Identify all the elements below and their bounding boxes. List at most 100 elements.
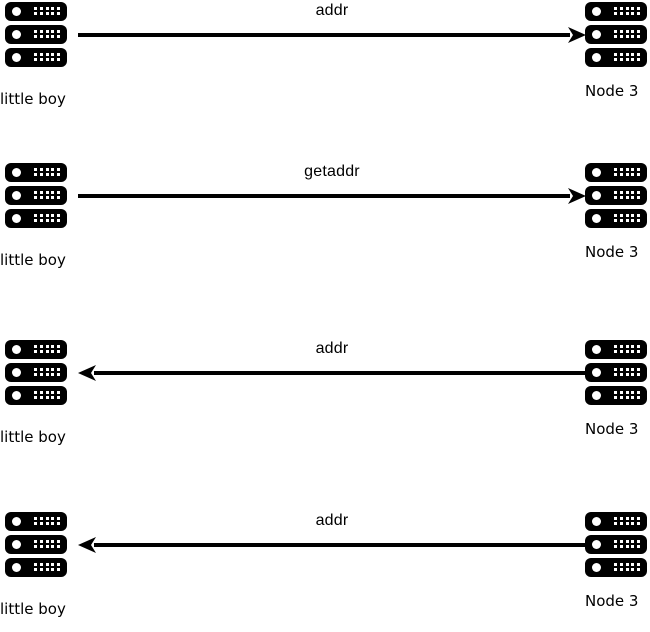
server-led-icon xyxy=(12,540,21,549)
server-vent-dot xyxy=(34,58,37,61)
server-vent-dot xyxy=(631,563,635,566)
server-vent-dot xyxy=(614,350,617,353)
server-vent-dot xyxy=(637,368,641,371)
server-unit-1 xyxy=(585,2,647,21)
participant-icon-right xyxy=(585,340,647,405)
server-unit-1 xyxy=(5,340,67,359)
message-label: addr xyxy=(315,512,349,529)
server-vent-dot xyxy=(637,214,641,217)
server-led-icon xyxy=(12,53,21,62)
server-vent-dot xyxy=(45,522,49,525)
participant-icon-right xyxy=(585,163,647,228)
server-led-icon xyxy=(592,540,601,549)
server-vent-dot xyxy=(51,563,55,566)
participant-icon-left xyxy=(5,340,67,405)
server-led-icon xyxy=(12,30,21,39)
server-vent-dot xyxy=(614,373,617,376)
server-vent-dot xyxy=(34,568,37,571)
server-vent-dot xyxy=(57,214,61,217)
server-vent-dot xyxy=(39,540,43,543)
server-vent-dot xyxy=(619,568,623,571)
server-vent-dot xyxy=(631,168,635,171)
server-led-icon xyxy=(592,563,601,572)
server-vent-dot xyxy=(39,517,43,520)
server-vent-dot xyxy=(625,53,629,56)
server-vent-dot xyxy=(34,196,37,199)
server-vent-dot xyxy=(625,345,629,348)
server-vent-dot xyxy=(614,53,617,56)
server-vent-dot xyxy=(614,7,617,10)
server-vent-dots-icon xyxy=(614,563,641,572)
server-unit-2 xyxy=(585,535,647,554)
server-vent-dot xyxy=(45,373,49,376)
server-led-icon xyxy=(592,30,601,39)
server-vent-dots-icon xyxy=(614,191,641,200)
server-vent-dot xyxy=(57,568,61,571)
message-arrow-left xyxy=(78,535,586,555)
server-vent-dot xyxy=(631,522,635,525)
server-vent-dot xyxy=(625,173,629,176)
server-vent-dot xyxy=(34,168,37,171)
server-vent-dot xyxy=(51,7,55,10)
server-vent-dots-icon xyxy=(34,517,61,526)
server-vent-dot xyxy=(57,219,61,222)
server-vent-dots-icon xyxy=(34,53,61,62)
server-led-icon xyxy=(12,191,21,200)
server-vent-dot xyxy=(631,396,635,399)
server-vent-dot xyxy=(614,214,617,217)
server-vent-dot xyxy=(614,191,617,194)
server-vent-dot xyxy=(57,30,61,33)
server-vent-dots-icon xyxy=(614,345,641,354)
server-vent-dot xyxy=(51,219,55,222)
message-arrow-right xyxy=(78,25,586,45)
server-vent-dot xyxy=(45,350,49,353)
server-unit-3 xyxy=(585,48,647,67)
server-vent-dot xyxy=(619,396,623,399)
server-vent-dot xyxy=(631,30,635,33)
server-unit-3 xyxy=(585,386,647,405)
server-vent-dot xyxy=(57,368,61,371)
server-vent-dot xyxy=(614,58,617,61)
server-vent-dot xyxy=(34,214,37,217)
server-vent-dot xyxy=(45,168,49,171)
server-vent-dot xyxy=(614,219,617,222)
server-vent-dot xyxy=(39,396,43,399)
server-led-icon xyxy=(592,345,601,354)
server-unit-1 xyxy=(585,163,647,182)
server-unit-3 xyxy=(5,209,67,228)
server-vent-dot xyxy=(637,219,641,222)
participant-label-left: little boy xyxy=(0,600,66,618)
server-vent-dot xyxy=(625,396,629,399)
server-led-icon xyxy=(592,168,601,177)
server-vent-dot xyxy=(614,563,617,566)
server-vent-dot xyxy=(51,540,55,543)
server-vent-dot xyxy=(57,168,61,171)
server-vent-dot xyxy=(34,517,37,520)
server-vent-dot xyxy=(625,30,629,33)
server-vent-dot xyxy=(51,173,55,176)
server-vent-dot xyxy=(619,53,623,56)
server-vent-dot xyxy=(614,12,617,15)
message-arrow-left xyxy=(78,363,586,383)
arrow-graphic xyxy=(78,537,586,553)
server-led-icon xyxy=(592,391,601,400)
server-vent-dot xyxy=(637,391,641,394)
server-vent-dot xyxy=(34,373,37,376)
server-unit-1 xyxy=(5,512,67,531)
server-unit-3 xyxy=(585,209,647,228)
server-vent-dot xyxy=(39,30,43,33)
server-vent-dot xyxy=(39,168,43,171)
server-vent-dot xyxy=(614,345,617,348)
server-vent-dot xyxy=(637,545,641,548)
server-vent-dots-icon xyxy=(34,168,61,177)
server-vent-dot xyxy=(51,58,55,61)
server-vent-dot xyxy=(45,214,49,217)
server-vent-dot xyxy=(614,35,617,38)
server-vent-dot xyxy=(637,191,641,194)
server-vent-dot xyxy=(51,12,55,15)
server-vent-dot xyxy=(619,173,623,176)
server-vent-dot xyxy=(57,53,61,56)
